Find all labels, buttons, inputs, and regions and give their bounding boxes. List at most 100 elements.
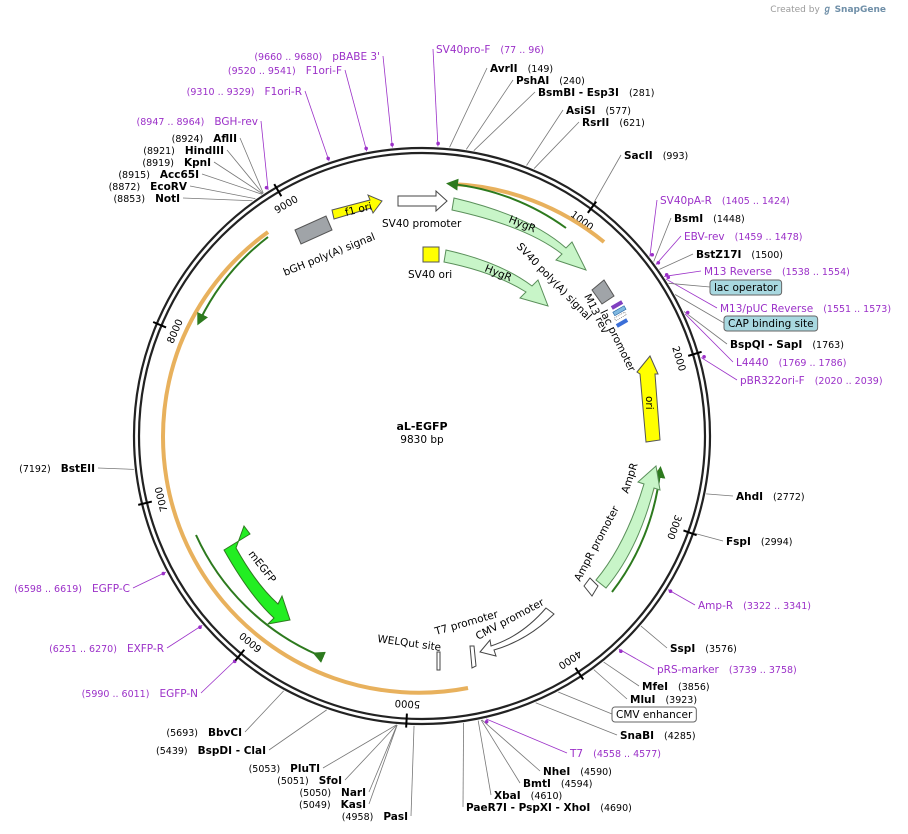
feature-f1-ori[interactable]: [331, 194, 383, 220]
site-fspi[interactable]: FspI(2994): [726, 536, 792, 548]
tick-mark: [138, 500, 153, 506]
feature-label-text: CMV enhancer: [616, 709, 693, 721]
site-sspi[interactable]: SspI(3576): [670, 643, 737, 655]
site-bbvci[interactable]: BbvCI(5693): [166, 727, 242, 739]
primer-leader: [382, 55, 393, 148]
primer-position: (1459 .. 1478): [735, 232, 803, 243]
site-aflii[interactable]: AflII(8924): [172, 133, 237, 145]
plasmid-size: 9830 bp: [400, 434, 444, 446]
snapgene-logo: ℊ: [822, 5, 832, 15]
feature-label-cmv-enhancer[interactable]: CMV enhancer: [611, 706, 697, 723]
site-position: (8853): [113, 194, 145, 205]
site-kpni[interactable]: KpnI(8919): [142, 157, 211, 169]
primer-position: (8947 .. 8964): [137, 117, 205, 128]
site-name: RsrII: [582, 117, 609, 129]
label-bgh-polya: bGH poly(A) signal: [282, 231, 377, 279]
feature-hygr[interactable]: [451, 197, 587, 271]
site-hindiii[interactable]: HindIII(8921): [143, 145, 224, 157]
primer-name: SV40pA-R: [660, 195, 712, 207]
primer-leader: [664, 270, 702, 277]
primer-ebv-rev[interactable]: EBV-rev(1459 .. 1478): [684, 231, 803, 243]
feature-hygr-2[interactable]: [443, 249, 549, 307]
site-sacii[interactable]: SacII(993): [624, 150, 688, 162]
site-ahdi[interactable]: AhdI (2772): [736, 491, 805, 503]
site-rsrii[interactable]: RsrII(621): [582, 117, 645, 129]
primer-position: (1538 .. 1554): [782, 267, 850, 278]
site-sfoi[interactable]: SfoI(5051): [277, 775, 342, 787]
primer-egfp-c[interactable]: EGFP-C(6598 .. 6619): [14, 583, 130, 595]
primer-m13-reverse[interactable]: M13 Reverse(1538 .. 1554): [704, 266, 850, 278]
feature-label-cap-binding-site[interactable]: CAP binding site: [723, 315, 819, 332]
feature-sv40-promoter[interactable]: [397, 189, 448, 213]
primer-f1ori-r[interactable]: F1ori-R(9310 .. 9329): [187, 86, 302, 98]
primer-bgh-rev[interactable]: BGH-rev(8947 .. 8964): [137, 116, 258, 128]
primer-pbabe-3[interactable]: pBABE 3'(9660 .. 9680): [254, 51, 380, 63]
primer-pbr322ori-f[interactable]: pBR322ori-F(2020 .. 2039): [740, 375, 883, 387]
feature-megfp[interactable]: [223, 524, 291, 625]
primer-position: (2020 .. 2039): [815, 376, 883, 387]
site-position: (2772): [773, 492, 805, 503]
feature-sv40-ori[interactable]: [422, 246, 440, 263]
site-leader: [344, 724, 398, 781]
primer-position: (3322 .. 3341): [743, 601, 811, 612]
feature-bgh-polya[interactable]: [294, 215, 333, 245]
tick-mark: [273, 183, 283, 197]
primer-t7[interactable]: T7(4558 .. 4577): [569, 748, 661, 760]
primer-m13-puc-reverse[interactable]: M13/pUC Reverse(1551 .. 1573): [720, 303, 891, 315]
site-kasi[interactable]: KasI(5049): [299, 799, 366, 811]
site-leader: [603, 661, 640, 687]
feature-t7-promoter[interactable]: [469, 645, 477, 669]
site-mlui[interactable]: MluI(3923): [630, 694, 697, 706]
site-pshai[interactable]: PshAI(240): [516, 75, 585, 87]
primer-leader: [132, 571, 167, 589]
site-asisi[interactable]: AsiSI(577): [566, 105, 631, 117]
feature-sv40-polya[interactable]: [591, 279, 615, 305]
feature-cmv-promoter[interactable]: [479, 607, 555, 657]
feature-welqut-site[interactable]: [436, 651, 441, 671]
site-paer7i-pspxi-xhoi[interactable]: PaeR7I - PspXI - XhoI(4690): [466, 802, 632, 814]
site-position: (8921): [143, 146, 175, 157]
site-avrii[interactable]: AvrII(149): [490, 63, 553, 75]
site-bsmi[interactable]: BsmI(1448): [674, 213, 745, 225]
site-pluti[interactable]: PluTI(5053): [249, 763, 320, 775]
feature-ori[interactable]: [636, 355, 661, 443]
site-bspdi-clai[interactable]: BspDI - ClaI(5439): [156, 745, 266, 757]
feature-ampr[interactable]: [595, 465, 661, 589]
site-bstz17i[interactable]: BstZ17I(1500): [696, 249, 783, 261]
site-pasi[interactable]: PasI(4958): [342, 811, 408, 823]
site-position: (4285): [664, 731, 696, 742]
site-name: BspQI - SapI: [730, 339, 802, 351]
primer-position: (3739 .. 3758): [729, 665, 797, 676]
site-bsmbi-esp3i[interactable]: BsmBI - Esp3I(281): [538, 87, 654, 99]
site-leader: [640, 625, 668, 649]
site-name: Acc65I: [160, 169, 199, 181]
primer-f1ori-f[interactable]: F1ori-F(9520 .. 9541): [228, 65, 342, 77]
primer-prs-marker[interactable]: pRS-marker(3739 .. 3758): [657, 664, 797, 676]
site-snabi[interactable]: SnaBI(4285): [620, 730, 696, 742]
primer-egfp-n[interactable]: EGFP-N(5990 .. 6011): [82, 688, 198, 700]
primer-mark: [685, 310, 690, 315]
primer-position: (1405 .. 1424): [722, 196, 790, 207]
primer-l4440[interactable]: L4440(1769 .. 1786): [736, 357, 846, 369]
primer-exfp-r[interactable]: EXFP-R(6251 .. 6270): [49, 643, 164, 655]
feature-label-lac-operator[interactable]: lac operator: [709, 279, 783, 296]
site-bspqi-sapi[interactable]: BspQI - SapI(1763): [730, 339, 844, 351]
primer-sv40pa-r[interactable]: SV40pA-R (1405 .. 1424): [660, 195, 790, 207]
site-bmti[interactable]: BmtI(4594): [523, 778, 592, 790]
boxed-leader: [668, 282, 711, 288]
site-nhei[interactable]: NheI(4590): [543, 766, 612, 778]
site-acc65i[interactable]: Acc65I(8915): [118, 169, 199, 181]
site-mfei[interactable]: MfeI(3856): [642, 681, 710, 693]
site-ecorv[interactable]: EcoRV(8872): [109, 181, 188, 193]
feature-ampr-promoter[interactable]: [583, 577, 599, 597]
site-noti[interactable]: NotI(8853): [113, 193, 180, 205]
primer-amp-r[interactable]: Amp-R(3322 .. 3341): [698, 600, 811, 612]
site-name: AhdI: [736, 491, 763, 503]
label-sv40-ori: SV40 ori: [408, 269, 452, 281]
primer-sv40pro-f[interactable]: SV40pro-F(77 .. 96): [436, 44, 544, 56]
site-xbai[interactable]: XbaI(4610): [494, 790, 562, 802]
site-nari[interactable]: NarI(5050): [299, 787, 366, 799]
site-bsteii[interactable]: BstEII(7192): [19, 463, 95, 475]
site-position: (7192): [19, 464, 51, 475]
tick-label: 2000: [669, 345, 687, 373]
